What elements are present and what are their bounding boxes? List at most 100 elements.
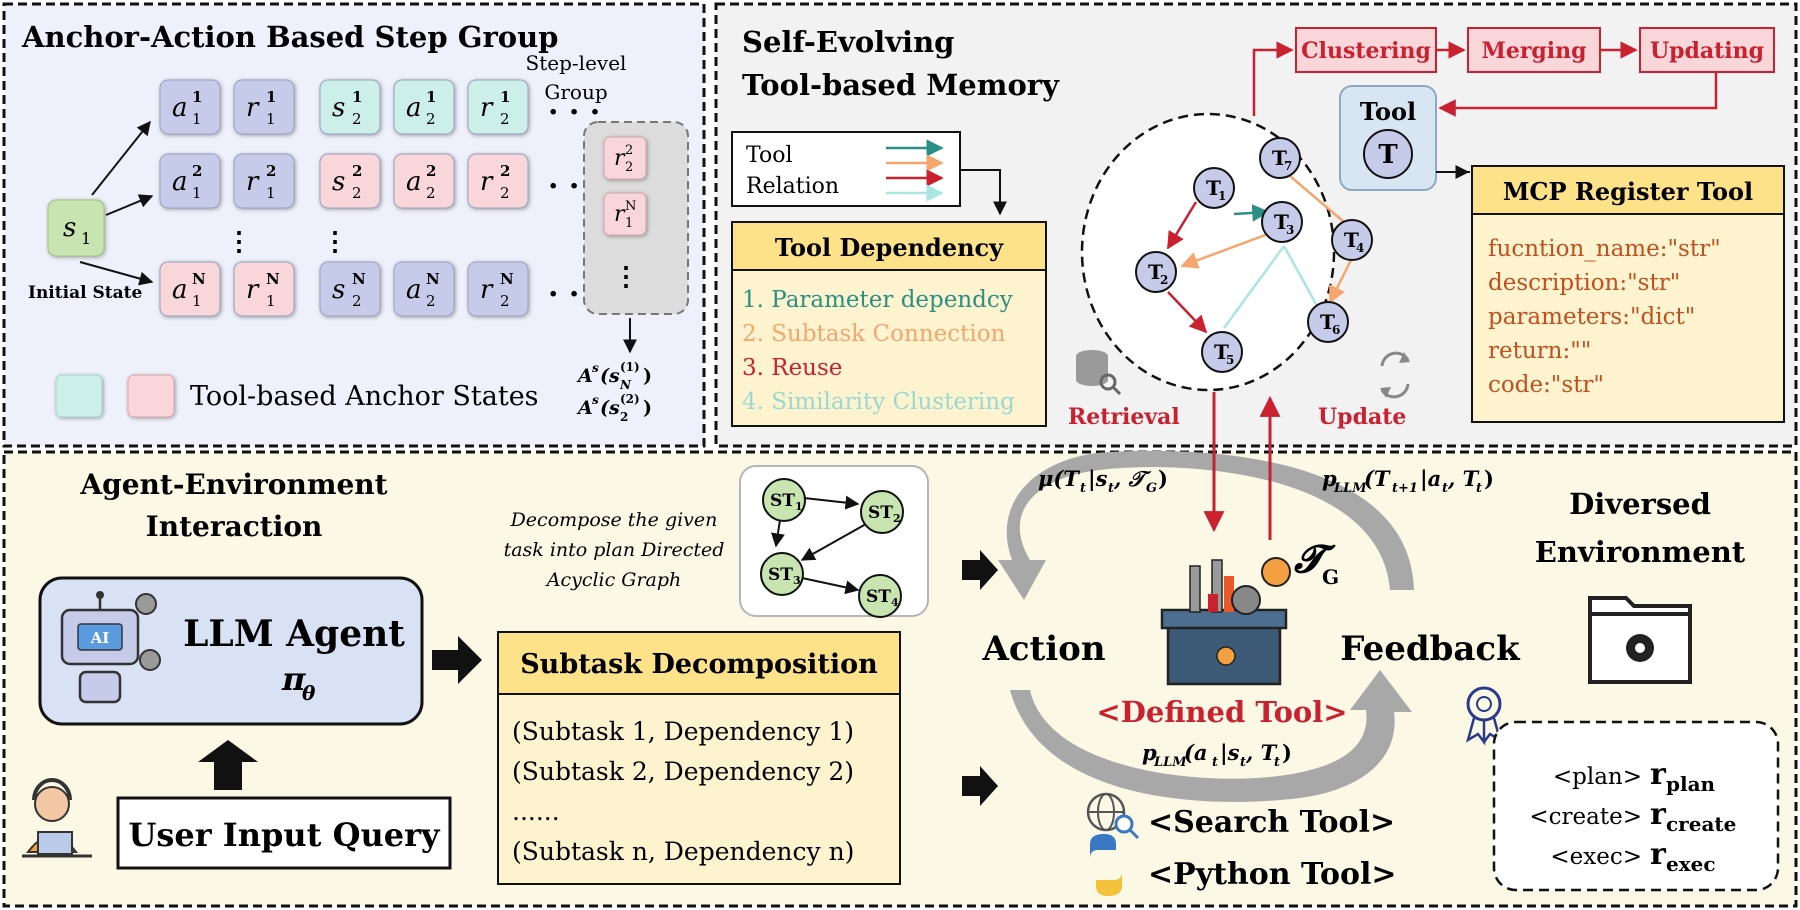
agent-environment-panel: Agent-Environment Interaction AI LLM Age… — [2, 392, 1798, 908]
policy-symbol: π — [281, 660, 306, 698]
anchor-cell-symbol: r — [480, 167, 494, 197]
anchor-cell-sub: 1 — [266, 110, 276, 128]
group-item-1-sup: 2 — [625, 143, 633, 158]
database-icon — [1076, 350, 1122, 396]
advantage-2-arg: (s — [600, 397, 620, 419]
memory-node-label: T — [1320, 310, 1335, 334]
tool-box-label: Tool — [1360, 97, 1416, 126]
advantage-1-close: ) — [643, 365, 652, 387]
dependency-item-4: 4. Similarity Clustering — [742, 389, 1015, 415]
anchor-cell — [233, 261, 295, 317]
arrow-s1-row2 — [105, 194, 154, 216]
edge-t3-t6 — [1282, 245, 1318, 305]
subtask-line: ...... — [512, 797, 560, 826]
anchor-cell-sub: 2 — [426, 292, 436, 310]
anchor-cell-sub: 2 — [500, 110, 510, 128]
mu-formula-mid: |s — [1088, 466, 1108, 491]
memory-circle — [1080, 112, 1336, 392]
panel-title: Anchor-Action Based Step Group — [21, 20, 558, 54]
mu-formula-sub1: t — [1080, 481, 1086, 496]
anchor-cell-sup: N — [192, 270, 206, 288]
p-action-args-mid: |s — [1220, 740, 1240, 765]
anchor-cell-symbol: s — [332, 167, 345, 197]
advantage-1-arg-sup: (1) — [620, 360, 640, 374]
memory-node-sub: 6 — [1332, 323, 1340, 337]
reward-tag: <exec> — [1550, 844, 1642, 870]
dag-node — [858, 574, 902, 618]
edge-t1-t3 — [1233, 204, 1270, 222]
dependency-header — [731, 221, 1047, 271]
memory-node-label: T — [1274, 210, 1289, 234]
relation-legend-tool: Tool — [746, 143, 793, 168]
group-item-1 — [603, 136, 647, 180]
tool-box-symbol: T — [1378, 140, 1398, 170]
folder-gear-icon — [1588, 596, 1692, 684]
python-tool-label: <Python Tool> — [1148, 857, 1397, 892]
dag-node-label: ST — [868, 503, 893, 523]
subtask-line: (Subtask 1, Dependency 1) — [512, 717, 854, 746]
subtask-line: (Subtask n, Dependency n) — [512, 837, 854, 866]
memory-node — [1193, 167, 1235, 209]
pipeline-clustering-label: Clustering — [1301, 38, 1431, 64]
anchor-cell — [319, 261, 381, 317]
anchor-cell — [159, 261, 221, 317]
p-update-args: (T — [1364, 466, 1391, 491]
memory-title-2: Tool-based Memory — [742, 68, 1060, 102]
legend-to-dependency-arrow — [960, 169, 1007, 216]
dependency-item-2: 2. Subtask Connection — [742, 321, 1006, 347]
p-action-args: (a — [1184, 740, 1208, 765]
p-update-args-sub2: t — [1442, 481, 1448, 496]
p-update-args-sub3: t — [1476, 481, 1482, 496]
anchor-cell-sup: N — [500, 270, 514, 288]
dag-node-label: ST — [866, 587, 891, 607]
subtask-title: Subtask Decomposition — [520, 649, 878, 680]
p-action-args-sub3: t — [1274, 755, 1280, 770]
globe-search-icon — [1086, 792, 1140, 840]
anchor-cell-symbol: a — [172, 167, 188, 197]
anchor-cell — [159, 79, 221, 135]
anchor-cell-sup: 2 — [426, 162, 436, 180]
group-item-1-symbol: r — [614, 146, 626, 171]
user-query-box — [116, 796, 452, 870]
anchor-cell — [393, 153, 455, 209]
python-icon — [1090, 834, 1122, 896]
dag-node-sub: 1 — [795, 500, 803, 513]
anchor-cell-symbol: r — [246, 167, 260, 197]
p-update: p — [1322, 466, 1337, 491]
edge-t7-t4 — [1289, 175, 1345, 223]
legend-cyan-swatch — [55, 374, 103, 418]
award-icon — [1465, 686, 1503, 746]
mu-formula-sub3: G — [1146, 481, 1157, 496]
tool-memory-panel: Self-Evolving Tool-based Memory Tool Rel… — [714, 2, 1798, 448]
group-dots: ⋮ — [613, 262, 639, 292]
anchor-cell-sub: 1 — [266, 184, 276, 202]
subtask-line: (Subtask 2, Dependency 2) — [512, 757, 854, 786]
user-query-label: User Input Query — [128, 816, 440, 854]
edge-t4-t6 — [1328, 257, 1354, 304]
anchor-cell-sup: 2 — [352, 162, 362, 180]
anchor-cell-sup: 1 — [192, 88, 202, 106]
memory-node-sub: 2 — [1160, 273, 1168, 287]
anchor-cell-sub: 2 — [352, 292, 362, 310]
ai-label: AI — [90, 629, 110, 647]
arrow-s1-row3 — [79, 261, 154, 286]
decompose-line-1: Decompose the given — [510, 509, 718, 531]
anchor-cell-symbol: s — [332, 93, 345, 123]
relation-legend-relation: Relation — [746, 174, 839, 199]
advantage-2-close: ) — [643, 397, 652, 419]
memory-node-sub: 1 — [1218, 189, 1226, 203]
dag-edge-2-3 — [800, 523, 867, 561]
search-tool-label: <Search Tool> — [1148, 805, 1395, 840]
anchor-cell-sub: 2 — [500, 184, 510, 202]
reward-sub: plan — [1666, 772, 1716, 796]
advantage-2-arg-sub: 2 — [620, 410, 628, 424]
tg-sub: G — [1322, 565, 1339, 589]
anchor-cell-sup: 2 — [266, 162, 276, 180]
group-item-2-sup: N — [625, 199, 636, 214]
dag-node-sub: 2 — [893, 512, 901, 525]
cycle-bottom-arc — [1010, 670, 1412, 802]
anchor-cell-symbol: s — [332, 275, 345, 305]
